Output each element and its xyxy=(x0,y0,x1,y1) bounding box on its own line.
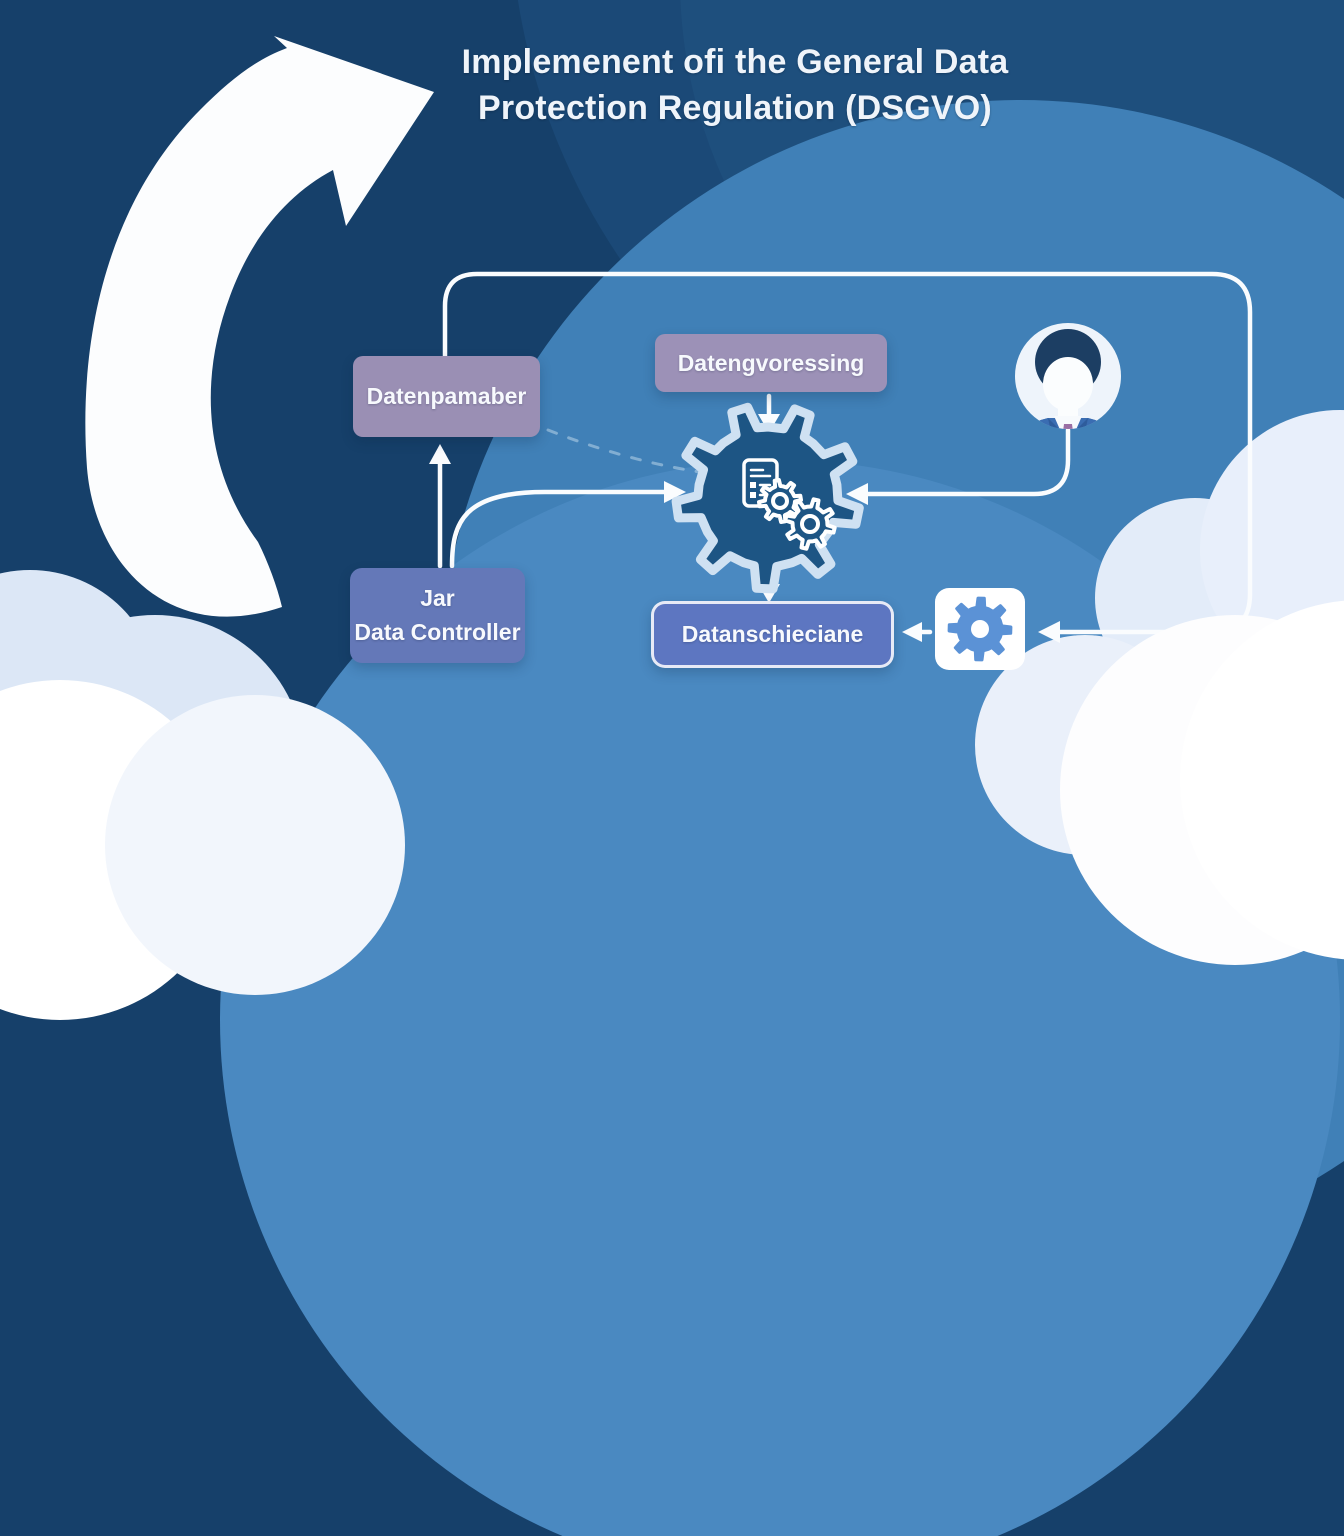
node-label-line1: Jar xyxy=(420,585,455,612)
person-avatar-icon xyxy=(1015,323,1121,429)
curved-growth-arrow-icon xyxy=(85,36,434,617)
diagram-canvas xyxy=(85,36,1253,670)
page-title: Implemenent ofi the General Data Protect… xyxy=(380,40,1090,132)
arrowhead xyxy=(846,483,868,505)
processing-gear-icon xyxy=(671,402,864,594)
node-label: Datenpamaber xyxy=(366,383,527,409)
node-label: Datanschieciane xyxy=(681,621,864,647)
node-label: Datengvoressing xyxy=(677,349,865,376)
small-gear-icon xyxy=(783,497,837,551)
node-datengvoressing: Datengvoressing xyxy=(655,334,887,392)
settings-gear-icon xyxy=(935,588,1025,670)
arrowhead xyxy=(1038,621,1060,643)
cloud-icon xyxy=(105,695,405,995)
node-jar-data-controller: Jar Data Controller xyxy=(350,568,525,663)
connector-curve xyxy=(449,489,667,569)
arrowhead xyxy=(429,444,451,464)
node-datenpamaber: Datenpamaber xyxy=(353,356,540,437)
arrowhead xyxy=(664,481,686,503)
title-line-2: Protection Regulation (DSGVO) xyxy=(478,88,992,127)
node-datanschieciane: Datanschieciane xyxy=(651,601,894,668)
arrowhead xyxy=(902,622,922,642)
title-line-1: Implemenent ofi the General Data xyxy=(461,43,1009,81)
connector-from-avatar xyxy=(865,427,1071,497)
node-label-line2: Data Controller xyxy=(354,618,521,645)
